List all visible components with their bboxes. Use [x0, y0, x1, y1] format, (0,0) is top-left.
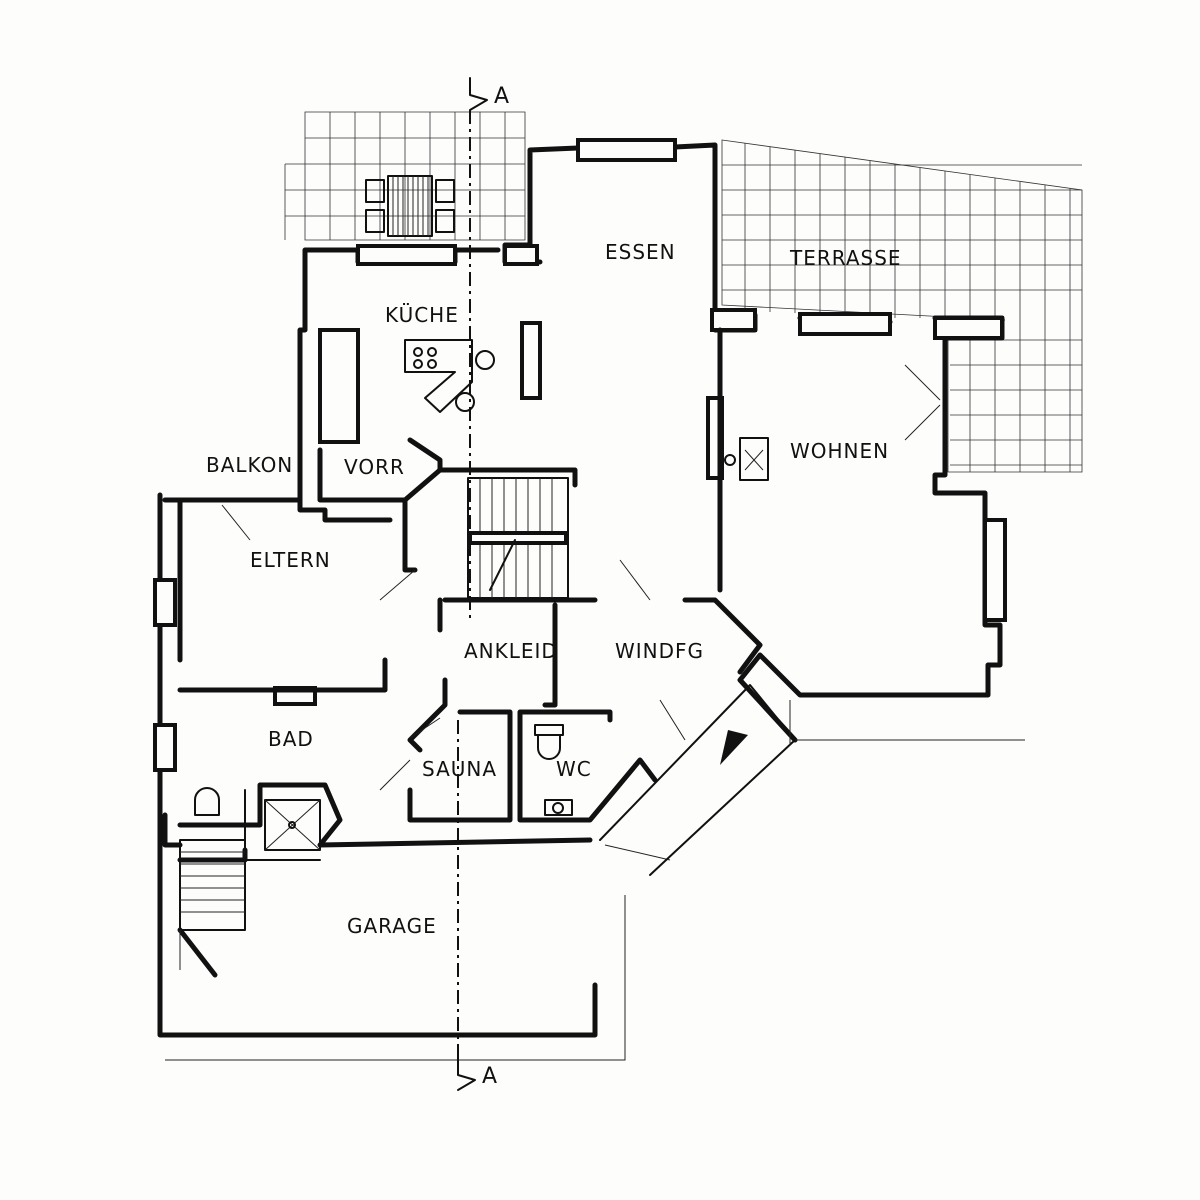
terrace-grid [721, 139, 1083, 473]
section-marker-top: A [494, 84, 509, 109]
room-label-ankleid: ANKLEID [464, 639, 558, 663]
shower-icon [264, 799, 321, 851]
staircase-icon [467, 477, 569, 599]
section-marker-bottom: A [482, 1064, 497, 1089]
room-label-sauna: SAUNA [422, 757, 497, 781]
section-line [457, 77, 488, 1091]
room-label-balkon: BALKON [206, 453, 293, 477]
room-label-terrasse: TERRASSE [789, 246, 902, 270]
room-label-wc: WC [556, 757, 592, 781]
toilet-icon [194, 787, 220, 816]
room-label-essen: ESSEN [605, 240, 676, 264]
wc-sink-icon [544, 799, 573, 816]
entrance-path [165, 684, 1025, 1061]
room-label-kuche: KÜCHE [385, 303, 459, 327]
exterior-walls [157, 142, 1005, 1038]
room-label-wohnen: WOHNEN [790, 439, 889, 463]
door-swings [179, 364, 941, 970]
garage-stairs-icon [179, 839, 246, 931]
room-label-vorr: VORR [344, 455, 405, 479]
room-label-eltern: ELTERN [250, 548, 331, 572]
kitchen-terrace-grid [284, 111, 526, 241]
room-label-windfg: WINDFG [615, 639, 704, 663]
room-label-garage: GARAGE [347, 914, 437, 938]
kitchen-island-icon [404, 339, 495, 413]
dining-table-icon [365, 175, 455, 237]
entrance-arrow-icon [720, 730, 748, 765]
fireplace-icon [724, 437, 769, 481]
room-label-bad: BAD [268, 727, 314, 751]
wc-toilet-icon [534, 724, 564, 760]
